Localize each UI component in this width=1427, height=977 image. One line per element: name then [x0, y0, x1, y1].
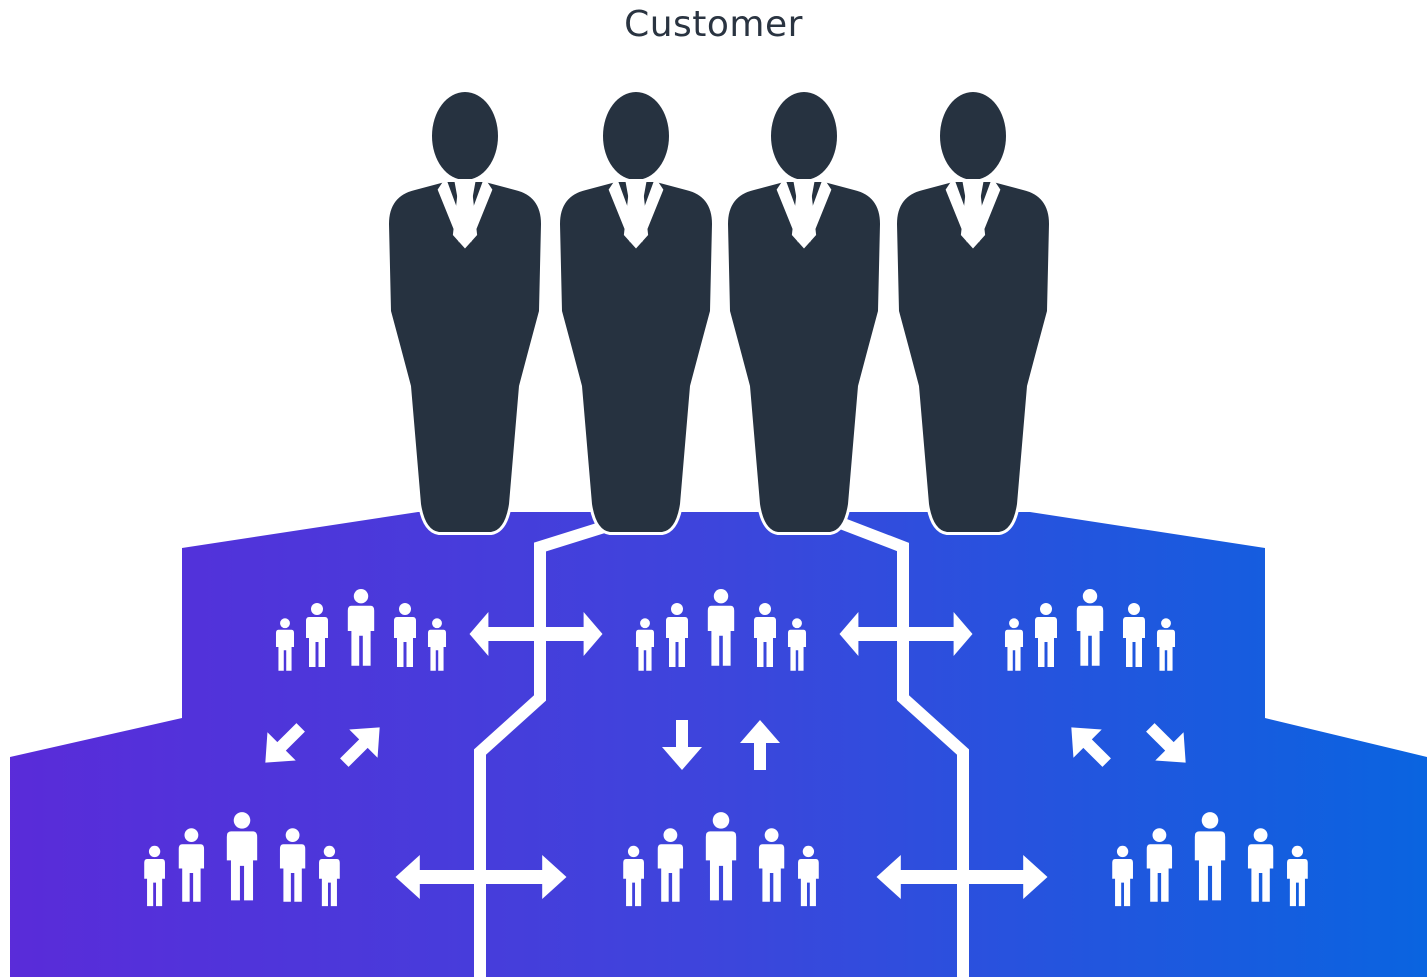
businessman-icon: [560, 92, 712, 532]
businessman-icon: [728, 92, 880, 532]
divider-right: [809, 506, 969, 977]
businessman-icon: [389, 92, 541, 532]
customer-group: [389, 92, 1049, 532]
background-steps: [10, 512, 1427, 977]
diagram-title: Customer: [624, 4, 803, 45]
divider-left: [474, 516, 622, 977]
businessman-icon: [897, 92, 1049, 532]
